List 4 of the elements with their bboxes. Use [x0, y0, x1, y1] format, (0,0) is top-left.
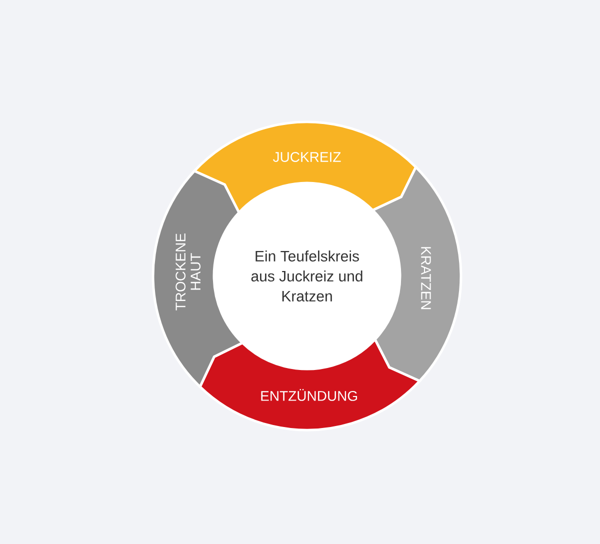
cycle-segment: JUCKREIZ: [193, 120, 418, 214]
cycle-segment: ENTZÜNDUNG: [198, 338, 421, 432]
cycle-segment: TROCKENE HAUT: [152, 170, 244, 388]
cycle-segment: KRATZEN: [372, 166, 462, 382]
